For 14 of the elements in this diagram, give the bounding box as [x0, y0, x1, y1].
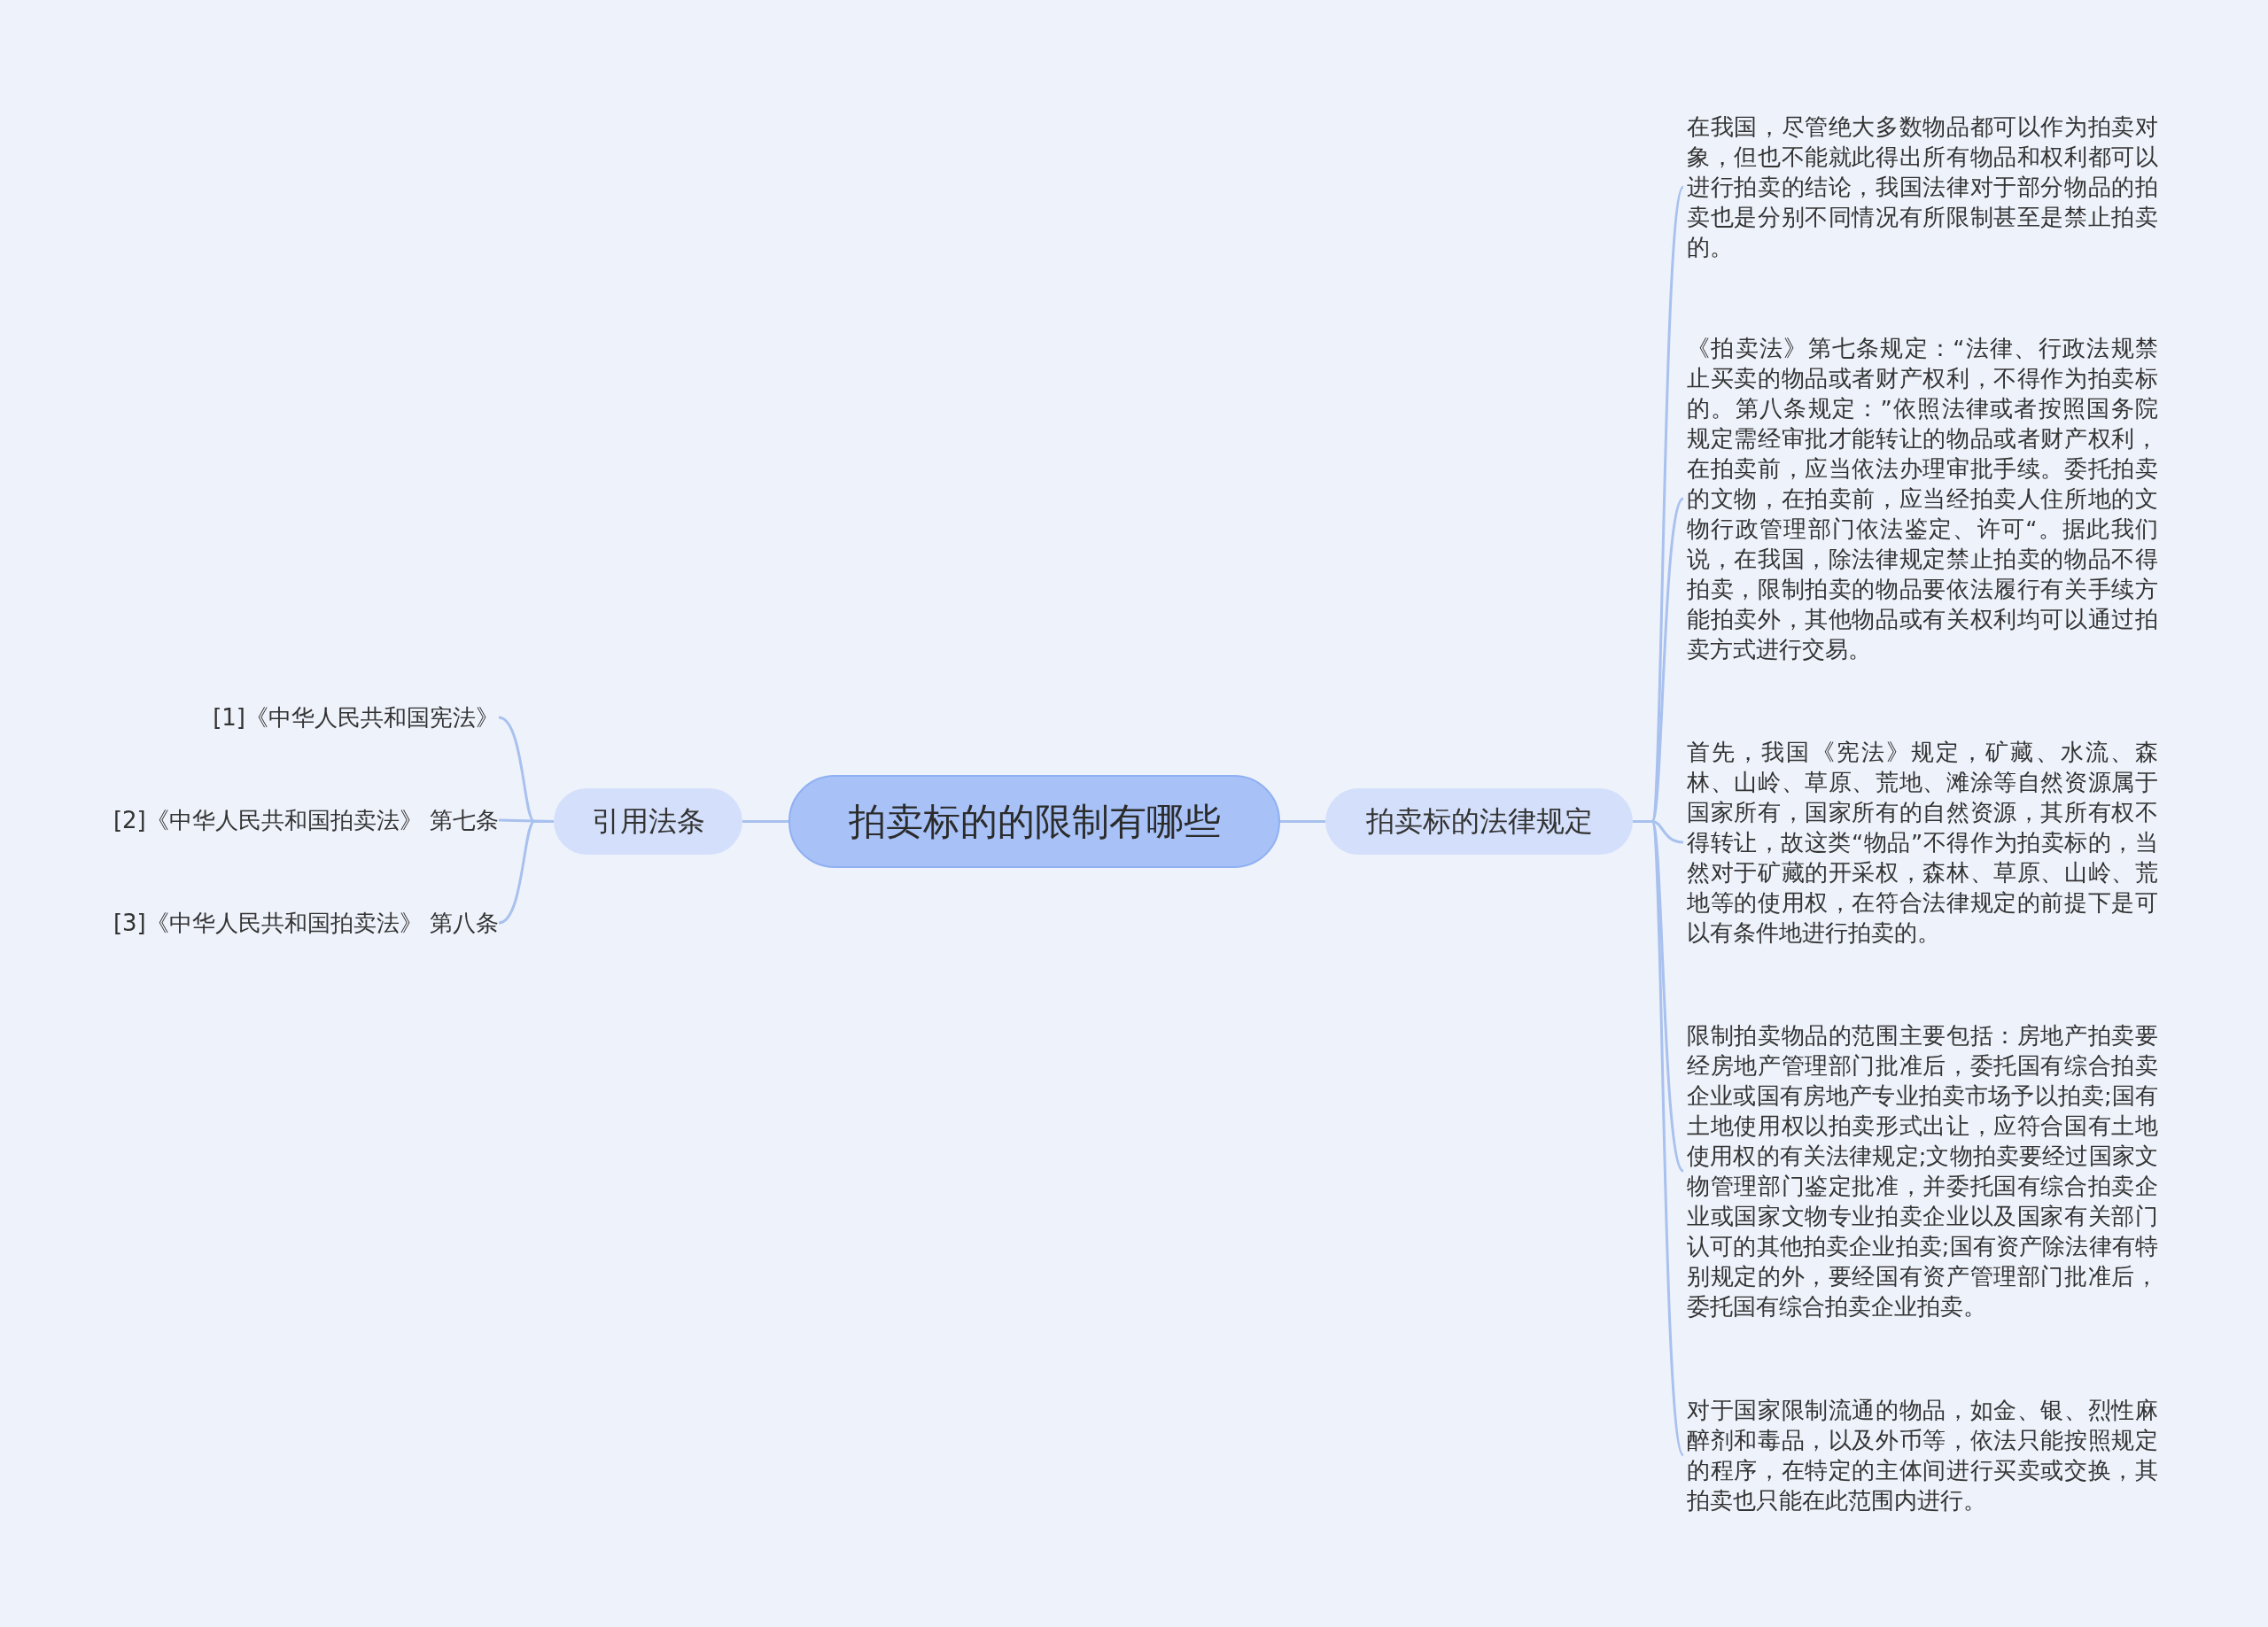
leaf-text: [2]《中华人民共和国拍卖法》 第七条	[113, 805, 499, 835]
connector-line	[1280, 820, 1325, 823]
topic-box: 引用法条	[554, 788, 742, 855]
connector-line	[742, 820, 788, 823]
leaf-text: 对于国家限制流通的物品，如金、银、烈性麻醉剂和毒品，以及外币等，依法只能按照规定的程序，在特定的主体间进行买卖或交换，其拍卖也只能在此范围内进行。	[1683, 1395, 2162, 1515]
connector-line	[498, 820, 554, 925]
topic-box: 拍卖标的法律规定	[1325, 788, 1633, 855]
leaf-text: 限制拍卖物品的范围主要包括：房地产拍卖要经房地产管理部门批准后，委托国有综合拍卖企业或国有房地产专业拍卖市场予以拍卖;国有土地使用权以拍卖形式出让，应符合国有土地使用权的有关法律规定;文物拍卖要经过国家文物管理部门鉴定批准，并委托国有综合拍卖企业或国家文物专业拍卖企业以及国家有关部门认可的其他拍卖企业拍卖;国有资产除法律有特别规定的外，要经国有资产管理部门批准后，委托国有综合拍卖企业拍卖。	[1683, 1020, 2162, 1321]
leaf-text: 在我国，尽管绝大多数物品都可以作为拍卖对象，但也不能就此得出所有物品和权利都可以进行拍卖的结论，我国法律对于部分物品的拍卖也是分别不同情况有所限制甚至是禁止拍卖的。	[1683, 112, 2162, 262]
leaf-text: [3]《中华人民共和国拍卖法》 第八条	[113, 908, 499, 938]
leaf-text: 《拍卖法》第七条规定：“法律、行政法规禁止买卖的物品或者财产权利，不得作为拍卖标的。第八条规定：”依照法律或者按照国务院规定需经审批才能转让的物品或者财产权利，在拍卖前，应当依法办理审批手续。委托拍卖的文物，在拍卖前，应当经拍卖人住所地的文物行政管理部门依法鉴定、许可“。据此我们说，在我国，除法律规定禁止拍卖的物品不得拍卖，限制拍卖的物品要依法履行有关手续方能拍卖外，其他物品或有关权利均可以通过拍卖方式进行交易。	[1683, 333, 2162, 664]
leaf-text: [1]《中华人民共和国宪法》	[213, 702, 499, 732]
leaf-text: 首先，我国《宪法》规定，矿藏、水流、森林、山岭、草原、荒地、滩涂等自然资源属于国家所有，国家所有的自然资源，其所有权不得转让，故这类“物品”不得作为拍卖标的，当然对于矿藏的开采权，森林、草原、山岭、荒地等的使用权，在符合法律规定的前提下是可以有条件地进行拍卖的。	[1683, 737, 2162, 948]
root-topic: 拍卖标的的限制有哪些	[788, 775, 1280, 868]
